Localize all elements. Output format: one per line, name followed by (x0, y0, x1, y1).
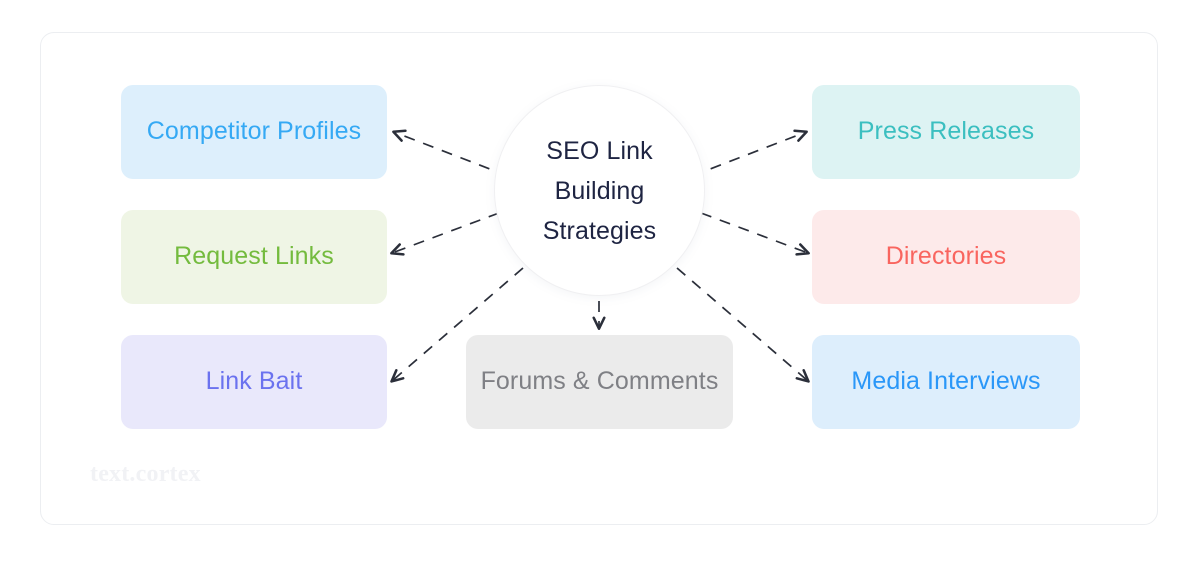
node-forums-comments[interactable]: Forums & Comments (466, 335, 733, 429)
node-label-link-bait: Link Bait (205, 367, 303, 396)
node-press-releases[interactable]: Press Releases (812, 85, 1080, 179)
node-label-media-interviews: Media Interviews (851, 367, 1041, 396)
watermark: text.cortex (90, 461, 201, 487)
node-media-interviews[interactable]: Media Interviews (812, 335, 1080, 429)
node-label-forums-comments: Forums & Comments (480, 367, 719, 396)
node-label-competitor-profiles: Competitor Profiles (146, 117, 362, 146)
node-label-center-topic: SEO Link Building Strategies (542, 136, 657, 245)
node-link-bait[interactable]: Link Bait (121, 335, 387, 429)
node-competitor-profiles[interactable]: Competitor Profiles (121, 85, 387, 179)
node-label-press-releases: Press Releases (857, 117, 1035, 146)
node-request-links[interactable]: Request Links (121, 210, 387, 304)
node-label-request-links: Request Links (174, 242, 334, 271)
node-label-directories: Directories (885, 242, 1007, 271)
node-center-topic[interactable]: SEO Link Building Strategies (494, 85, 705, 296)
node-directories[interactable]: Directories (812, 210, 1080, 304)
